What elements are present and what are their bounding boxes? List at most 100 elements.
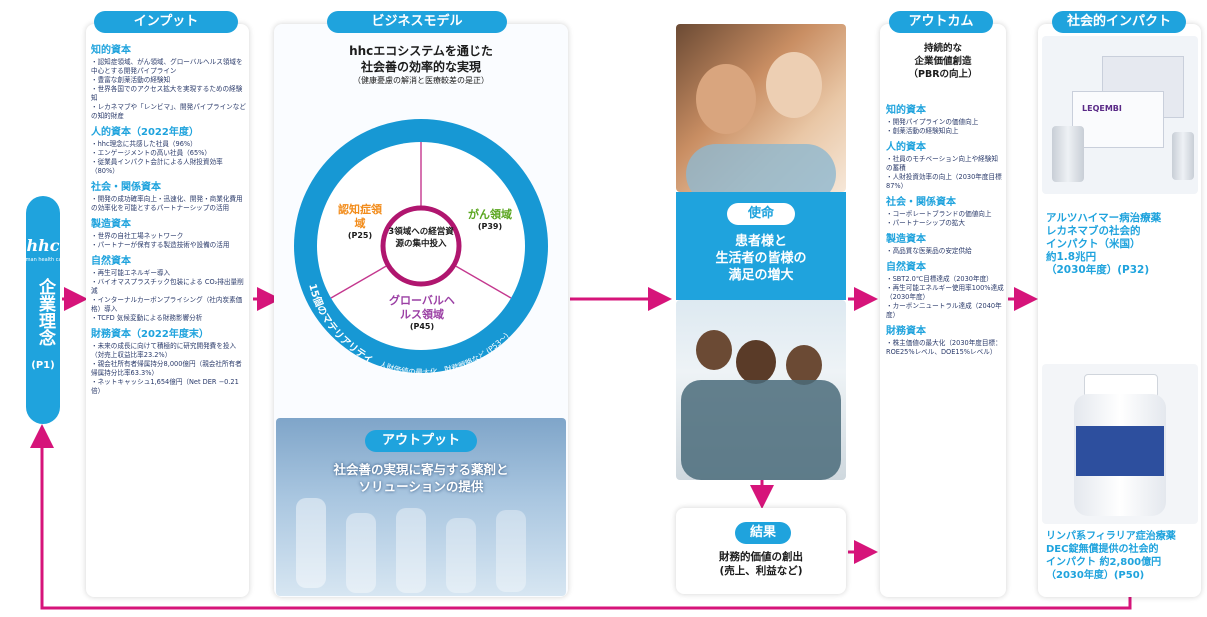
inputs-section-title: 社会・関係資本 bbox=[91, 182, 161, 193]
center-circle bbox=[380, 205, 462, 287]
product-name: LEQEMBI bbox=[1082, 104, 1122, 113]
outcome-section-list: 高品質な医薬品の安定供給 bbox=[886, 247, 1004, 256]
input-sections: 知的資本認知症領域、がん領域、グローバルヘルス領域を中心とする開発パイプライン豊… bbox=[91, 44, 247, 401]
inputs-section-title: 自然資本 bbox=[91, 256, 131, 267]
inputs-section-item: 豊富な創薬活動の経験知 bbox=[91, 76, 247, 85]
lecanemab-impact-text: アルツハイマー病治療薬 レカネマブの社会的 インパクト（米国） 約1.8兆円 （… bbox=[1046, 212, 1198, 277]
outcome-section-title: 財務資本 bbox=[886, 326, 926, 337]
impact-header: 社会的インパクト bbox=[1052, 11, 1186, 33]
inputs-section-item: 開発の成功確率向上・迅速化、開発・商業化費用の効率化を可能とするパートナーシップ… bbox=[91, 195, 247, 213]
oncology-page: (P39) bbox=[477, 222, 503, 231]
outcome-section-item: 株主価値の最大化（2030年度目標：ROE25%レベル、DOE15%レベル） bbox=[886, 339, 1004, 357]
lecanemab-line5: （2030年度）(P32) bbox=[1046, 264, 1150, 276]
inputs-section-item: ネットキャッシュ1,654億円（Net DER −0.21倍） bbox=[91, 378, 247, 396]
dementia-page: (P25) bbox=[347, 231, 373, 240]
mission-header: 使命 bbox=[727, 203, 795, 225]
dec-line2: DEC錠無償提供の社会的 bbox=[1046, 544, 1159, 555]
mission-text-line2: 生活者の皆様の bbox=[715, 251, 807, 266]
business-model-title-line1: hhcエコシステムを通じた bbox=[349, 44, 493, 58]
outcome-section-item: 高品質な医薬品の安定供給 bbox=[886, 247, 1004, 256]
inputs-section-item: TCFD 気候変動による財務影響分析 bbox=[91, 314, 247, 323]
inputs-section-title: 財務資本（2022年度末） bbox=[91, 329, 209, 340]
result-text-line1: 財務的価値の創出 bbox=[719, 551, 803, 563]
inputs-section-item: 従業員インパクト会計による人財投資効率（80%） bbox=[91, 158, 247, 176]
inputs-section-item: 未来の成長に向けて積極的に研究開発費を投入（対売上収益比率23.2%） bbox=[91, 342, 247, 360]
inputs-section-item: 認知症領域、がん領域、グローバルヘルス領域を中心とする開発パイプライン bbox=[91, 58, 247, 76]
lecanemab-line3: インパクト（米国） bbox=[1046, 238, 1141, 250]
business-model-title-line3: （健康憂慮の解消と医療較差の是正） bbox=[353, 76, 489, 85]
philosophy-bar bbox=[26, 196, 60, 424]
result-header: 結果 bbox=[735, 522, 791, 544]
outcome-section-list: 株主価値の最大化（2030年度目標：ROE25%レベル、DOE15%レベル） bbox=[886, 339, 1004, 357]
lecanemab-line4: 約1.8兆円 bbox=[1046, 251, 1097, 263]
inputs-section-list: 再生可能エネルギー導入バイオマスプラスチック包装による CO₂排出量削減インター… bbox=[91, 269, 247, 323]
dec-impact-text: リンパ系フィラリア症治療薬 DEC錠無償提供の社会的 インパクト 約2,800億… bbox=[1046, 530, 1198, 582]
outcome-section-item: カーボンニュートラル達成（2040年度） bbox=[886, 302, 1004, 320]
inputs-section-item: hhc理念に共感した社員（96%） bbox=[91, 140, 247, 149]
inputs-section-item: 親会社所有者帰属持分8,000億円（親会社所有者帰属持分比率63.3%） bbox=[91, 360, 247, 378]
oncology-area: がん領域 (P39) bbox=[455, 208, 525, 231]
inputs-section-list: 開発の成功確率向上・迅速化、開発・商業化費用の効率化を可能とするパートナーシップ… bbox=[91, 195, 247, 213]
output-header: アウトプット bbox=[365, 430, 477, 452]
philosophy-logo-sub: human health care bbox=[19, 257, 67, 263]
materiality-ring-diagram: 15個のマテリアリティ人財価値の最大化、財務戦略など (P53～) bbox=[294, 119, 548, 377]
mission-text: 患者様と 生活者の皆様の 満足の増大 bbox=[680, 233, 842, 284]
lecanemab-line2: レカネマブの社会的 bbox=[1046, 225, 1141, 237]
arrow-feedback-loop bbox=[30, 424, 1132, 610]
dementia-label: 認知症領域 bbox=[338, 203, 382, 230]
outcome-title-line1: 持続的な bbox=[923, 43, 962, 54]
philosophy-logo: hhc bbox=[26, 236, 60, 255]
oncology-label: がん領域 bbox=[468, 208, 512, 221]
inputs-section-list: 認知症領域、がん領域、グローバルヘルス領域を中心とする開発パイプライン豊富な創薬… bbox=[91, 58, 247, 121]
philosophy-page: (P1) bbox=[31, 360, 55, 371]
outcome-section-item: パートナーシップの拡大 bbox=[886, 219, 1004, 228]
outcome-title: 持続的な 企業価値創造 （PBRの向上） bbox=[882, 42, 1004, 81]
inputs-section-item: バイオマスプラスチック包装による CO₂排出量削減 bbox=[91, 278, 247, 296]
output-text-line2: ソリューションの提供 bbox=[358, 479, 484, 494]
outcome-section-item: 社員のモチベーション向上や経験知の蓄積 bbox=[886, 155, 1004, 173]
global-health-area: グローバルヘルス領域 (P45) bbox=[384, 294, 460, 331]
inputs-section-item: レカネマブや「レンビマ」、開発パイプラインなどの知的財産 bbox=[91, 103, 247, 121]
center-text: 3領域への経営資源の集中投入 bbox=[388, 227, 454, 249]
outcome-section-list: 開発パイプラインの価値向上創薬活動の経験知向上 bbox=[886, 118, 1004, 136]
inputs-section-list: hhc理念に共感した社員（96%）エンゲージメントの高い社員（65%）従業員イン… bbox=[91, 140, 247, 176]
outcome-header: アウトカム bbox=[889, 11, 993, 33]
global-health-label: グローバルヘルス領域 bbox=[389, 294, 455, 321]
outcome-section-list: SBT2.0℃目標達成（2030年度）再生可能エネルギー使用率100%達成（20… bbox=[886, 275, 1004, 320]
outcome-section-title: 自然資本 bbox=[886, 262, 926, 273]
outcome-section-title: 社会・関係資本 bbox=[886, 197, 956, 208]
inputs-section-title: 知的資本 bbox=[91, 45, 131, 56]
dec-line4: （2030年度）(P50) bbox=[1046, 570, 1145, 581]
global-health-page: (P45) bbox=[409, 322, 435, 331]
outcome-section-item: SBT2.0℃目標達成（2030年度） bbox=[886, 275, 1004, 284]
outcome-section-title: 製造資本 bbox=[886, 234, 926, 245]
lecanemab-line1: アルツハイマー病治療薬 bbox=[1046, 212, 1162, 224]
output-text: 社会善の実現に寄与する薬剤と ソリューションの提供 bbox=[280, 461, 562, 495]
outcome-section-item: 開発パイプラインの価値向上 bbox=[886, 118, 1004, 127]
business-model-title: hhcエコシステムを通じた 社会善の効率的な実現 （健康憂慮の解消と医療較差の是… bbox=[276, 43, 566, 87]
result-text: 財務的価値の創出 (売上、利益など) bbox=[678, 550, 844, 578]
outcome-sections: 知的資本開発パイプラインの価値向上創薬活動の経験知向上人的資本社員のモチベーショ… bbox=[886, 104, 1004, 362]
outcome-title-line2: 企業価値創造 bbox=[914, 56, 972, 67]
outcome-section-item: 人財投資効率の向上（2030年度目標87%） bbox=[886, 173, 1004, 191]
inputs-section-item: 世界の自社工場ネットワーク bbox=[91, 232, 247, 241]
result-text-line2: (売上、利益など) bbox=[719, 565, 803, 577]
inputs-section-item: 世界各国でのアクセス拡大を実現するための経験知 bbox=[91, 85, 247, 103]
input-header: インプット bbox=[94, 11, 238, 33]
inputs-section-title: 人的資本（2022年度） bbox=[91, 127, 199, 138]
mission-photo-bottom bbox=[676, 300, 846, 480]
philosophy-label: 企業理念 bbox=[35, 278, 55, 346]
dementia-area: 認知症領域 (P25) bbox=[325, 203, 395, 240]
business-model-title-line2: 社会善の効率的な実現 bbox=[360, 60, 481, 74]
inputs-section-item: 再生可能エネルギー導入 bbox=[91, 269, 247, 278]
inputs-section-list: 未来の成長に向けて積極的に研究開発費を投入（対売上収益比率23.2%）親会社所有… bbox=[91, 342, 247, 396]
inputs-section-item: インターナルカーボンプライシング（社内炭素価格）導入 bbox=[91, 296, 247, 314]
outcome-section-list: 社員のモチベーション向上や経験知の蓄積人財投資効率の向上（2030年度目標87%… bbox=[886, 155, 1004, 191]
business-model-header: ビジネスモデル bbox=[327, 11, 507, 33]
dec-line3: インパクト 約2,800億円 bbox=[1046, 557, 1162, 568]
inputs-section-title: 製造資本 bbox=[91, 219, 131, 230]
inputs-section-item: パートナーが保有する製造技術や設備の活用 bbox=[91, 241, 247, 250]
outcome-section-title: 人的資本 bbox=[886, 142, 926, 153]
outcome-section-item: 創薬活動の経験知向上 bbox=[886, 127, 1004, 136]
mission-photo-top bbox=[676, 24, 846, 192]
